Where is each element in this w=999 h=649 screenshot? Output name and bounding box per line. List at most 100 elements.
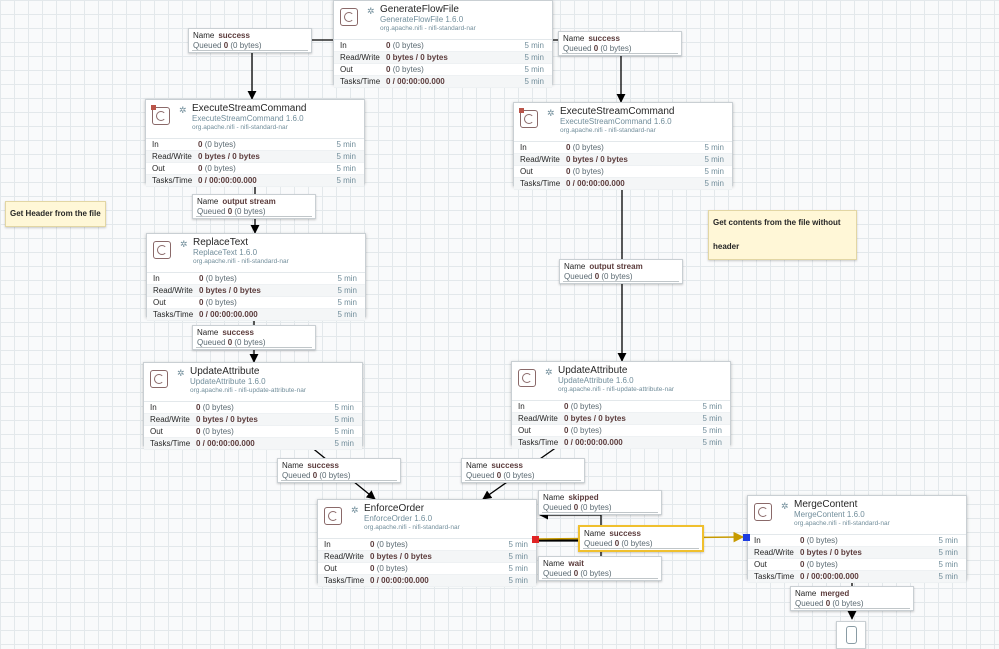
- processor-bundle: org.apache.nifi - nifi-standard-nar: [380, 25, 476, 32]
- processor-name: ExecuteStreamCommand: [192, 103, 307, 114]
- processor-bundle: org.apache.nifi - nifi-standard-nar: [560, 127, 656, 134]
- queue-progress-bar: [583, 548, 699, 549]
- stats-label: Out: [152, 164, 165, 173]
- stats-value: 0 bytes / 0 bytes: [564, 414, 626, 423]
- stats-label: In: [152, 140, 159, 149]
- stats-window: 5 min: [337, 274, 357, 283]
- run-status-icon[interactable]: ✲: [367, 6, 375, 16]
- note-get-header[interactable]: Get Header from the file: [5, 201, 106, 227]
- stopped-status-icon: [151, 105, 156, 110]
- connection-queued: Queued 0 (0 bytes): [563, 44, 632, 53]
- stats-label: Out: [520, 167, 533, 176]
- connection-queued: Queued 0 (0 bytes): [197, 338, 266, 347]
- run-status-icon[interactable]: ✲: [781, 501, 789, 511]
- processor-icon: [153, 241, 171, 259]
- stats-value: 0 (0 bytes): [564, 426, 602, 435]
- stats-window: 5 min: [336, 152, 356, 161]
- source-port-marker[interactable]: [532, 536, 539, 543]
- queue-progress-bar: [192, 50, 308, 51]
- processor-type: UpdateAttribute 1.6.0: [190, 377, 266, 386]
- stats-window: 5 min: [702, 414, 722, 423]
- connection-queued: Queued 0 (0 bytes): [543, 503, 612, 512]
- stats-window: 5 min: [524, 65, 544, 74]
- queue-progress-bar: [281, 480, 397, 481]
- stats-window: 5 min: [334, 439, 354, 448]
- run-status-icon[interactable]: ✲: [547, 108, 555, 118]
- stats-window: 5 min: [336, 164, 356, 173]
- processor-icon: [340, 8, 358, 26]
- stats-window: 5 min: [704, 179, 724, 188]
- stats-window: 5 min: [938, 536, 958, 545]
- stats-window: 5 min: [508, 540, 528, 549]
- stats-label: Read/Write: [518, 414, 558, 423]
- stats-value: 0 (0 bytes): [199, 274, 237, 283]
- funnel-icon[interactable]: [836, 621, 866, 649]
- stats-label: Out: [518, 426, 531, 435]
- queue-progress-bar: [563, 281, 679, 282]
- stats-value: 0 bytes / 0 bytes: [198, 152, 260, 161]
- processor-name: MergeContent: [794, 499, 858, 510]
- run-status-icon[interactable]: ✲: [180, 239, 188, 249]
- destination-port-marker[interactable]: [743, 534, 750, 541]
- stats-value: 0 (0 bytes): [199, 298, 237, 307]
- stats-value: 0 bytes / 0 bytes: [386, 53, 448, 62]
- stats-value: 0 / 00:00:00.000: [198, 176, 257, 185]
- connection-queued: Queued 0 (0 bytes): [193, 41, 262, 50]
- stats-value: 0 bytes / 0 bytes: [566, 155, 628, 164]
- stats-row: Read/Write 0 bytes / 0 bytes 5 min: [512, 413, 730, 425]
- stats-value: 0 (0 bytes): [386, 41, 424, 50]
- stats-window: 5 min: [508, 552, 528, 561]
- run-status-icon[interactable]: ✲: [177, 368, 185, 378]
- stats-value: 0 (0 bytes): [198, 140, 236, 149]
- run-status-icon[interactable]: ✲: [351, 505, 359, 515]
- stats-value: 0 / 00:00:00.000: [800, 572, 859, 581]
- note-get-contents[interactable]: Get contents from the file without heade…: [708, 210, 857, 260]
- processor-bundle: org.apache.nifi - nifi-standard-nar: [794, 520, 890, 527]
- processor-name: GenerateFlowFile: [380, 4, 459, 15]
- run-status-icon[interactable]: ✲: [179, 105, 187, 115]
- run-status-icon[interactable]: ✲: [545, 367, 553, 377]
